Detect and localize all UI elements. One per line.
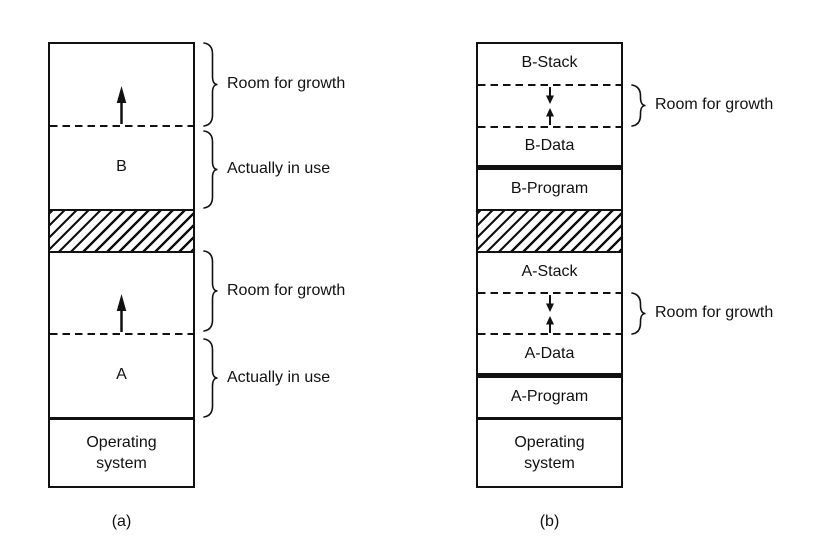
section-a-program-label: A-Program [510, 388, 589, 405]
section-os-label: Operating system [86, 434, 157, 472]
os-divider [478, 417, 621, 420]
segment-divider [478, 165, 621, 170]
section-b-data-label: B-Data [524, 137, 575, 154]
growth-arrow-down-icon [546, 295, 554, 312]
section-a-stack-label: A-Stack [521, 263, 578, 280]
growth-arrow-up-icon [546, 108, 554, 125]
section-a-data-label: A-Data [524, 345, 575, 362]
growth-arrow-up-icon [116, 294, 127, 332]
brace-icon [631, 84, 646, 127]
memory-box-b [476, 42, 623, 488]
section-b-label: B [116, 158, 127, 175]
dashed-boundary [478, 292, 621, 294]
section-b-program-label: B-Program [510, 180, 589, 197]
os-divider [50, 417, 193, 420]
dashed-boundary [50, 333, 193, 335]
hatch-region [478, 209, 621, 253]
segment-divider [478, 373, 621, 378]
dashed-boundary [478, 333, 621, 335]
section-b-stack-label: B-Stack [521, 54, 578, 71]
growth-arrow-down-icon [546, 87, 554, 104]
caption-b: (b) [539, 513, 560, 530]
brace-icon [203, 250, 218, 332]
annotation-room-for-growth: Room for growth [655, 304, 774, 321]
hatch-region [50, 209, 193, 253]
growth-arrow-up-icon [116, 86, 127, 124]
brace-icon [631, 292, 646, 335]
section-os-label: Operating system [514, 434, 585, 472]
annotation-actually-in-use: Actually in use [227, 369, 331, 386]
annotation-room-for-growth: Room for growth [227, 282, 346, 299]
dashed-boundary [478, 126, 621, 128]
dashed-boundary [50, 125, 193, 127]
dashed-boundary [478, 84, 621, 86]
growth-arrow-up-icon [546, 316, 554, 333]
caption-a: (a) [111, 513, 132, 530]
annotation-room-for-growth: Room for growth [227, 75, 346, 92]
brace-icon [203, 42, 218, 127]
annotation-room-for-growth: Room for growth [655, 96, 774, 113]
brace-icon [203, 130, 218, 209]
section-a-label: A [116, 366, 127, 383]
annotation-actually-in-use: Actually in use [227, 160, 331, 177]
brace-icon [203, 338, 218, 418]
